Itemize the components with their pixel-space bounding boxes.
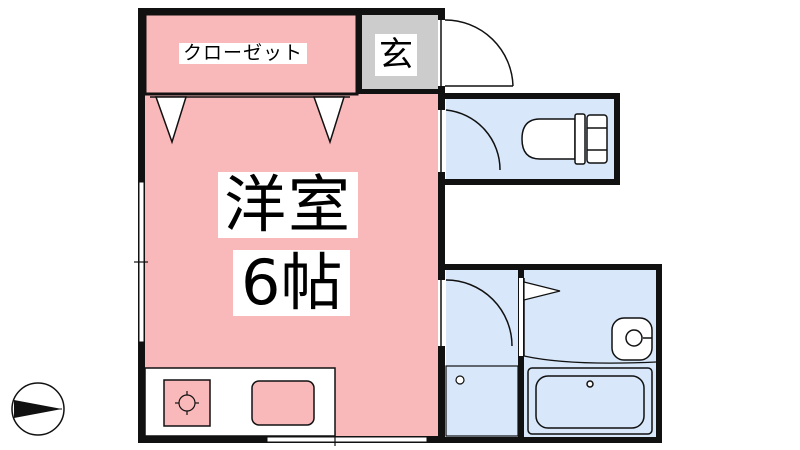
toilet-door-swing-icon [445, 109, 501, 171]
bottom-window [266, 436, 428, 443]
closet-door-left-icon [154, 96, 188, 145]
bathtub-icon [527, 367, 653, 435]
toilet-icon [521, 113, 608, 165]
laundry-drain-icon [455, 375, 465, 385]
laundry-area [445, 365, 519, 437]
entrance-door-swing-icon [444, 19, 514, 87]
kitchen-sink-icon [251, 380, 315, 426]
room-size-label: 6帖 [233, 250, 351, 316]
room-name-label: 洋室 [218, 172, 359, 238]
stove-burner [163, 379, 211, 427]
closet-label: クローゼット [179, 43, 308, 64]
bathroom-door-icon [523, 281, 561, 301]
entrance-label: 玄 [375, 34, 417, 76]
closet-door-right-icon [312, 96, 346, 145]
bathroom-doorway [519, 278, 523, 356]
gas-burner-icon [175, 391, 199, 415]
north-arrow-icon [11, 382, 65, 436]
washbasin-icon [611, 317, 653, 361]
washroom-door-swing-icon [445, 279, 513, 347]
